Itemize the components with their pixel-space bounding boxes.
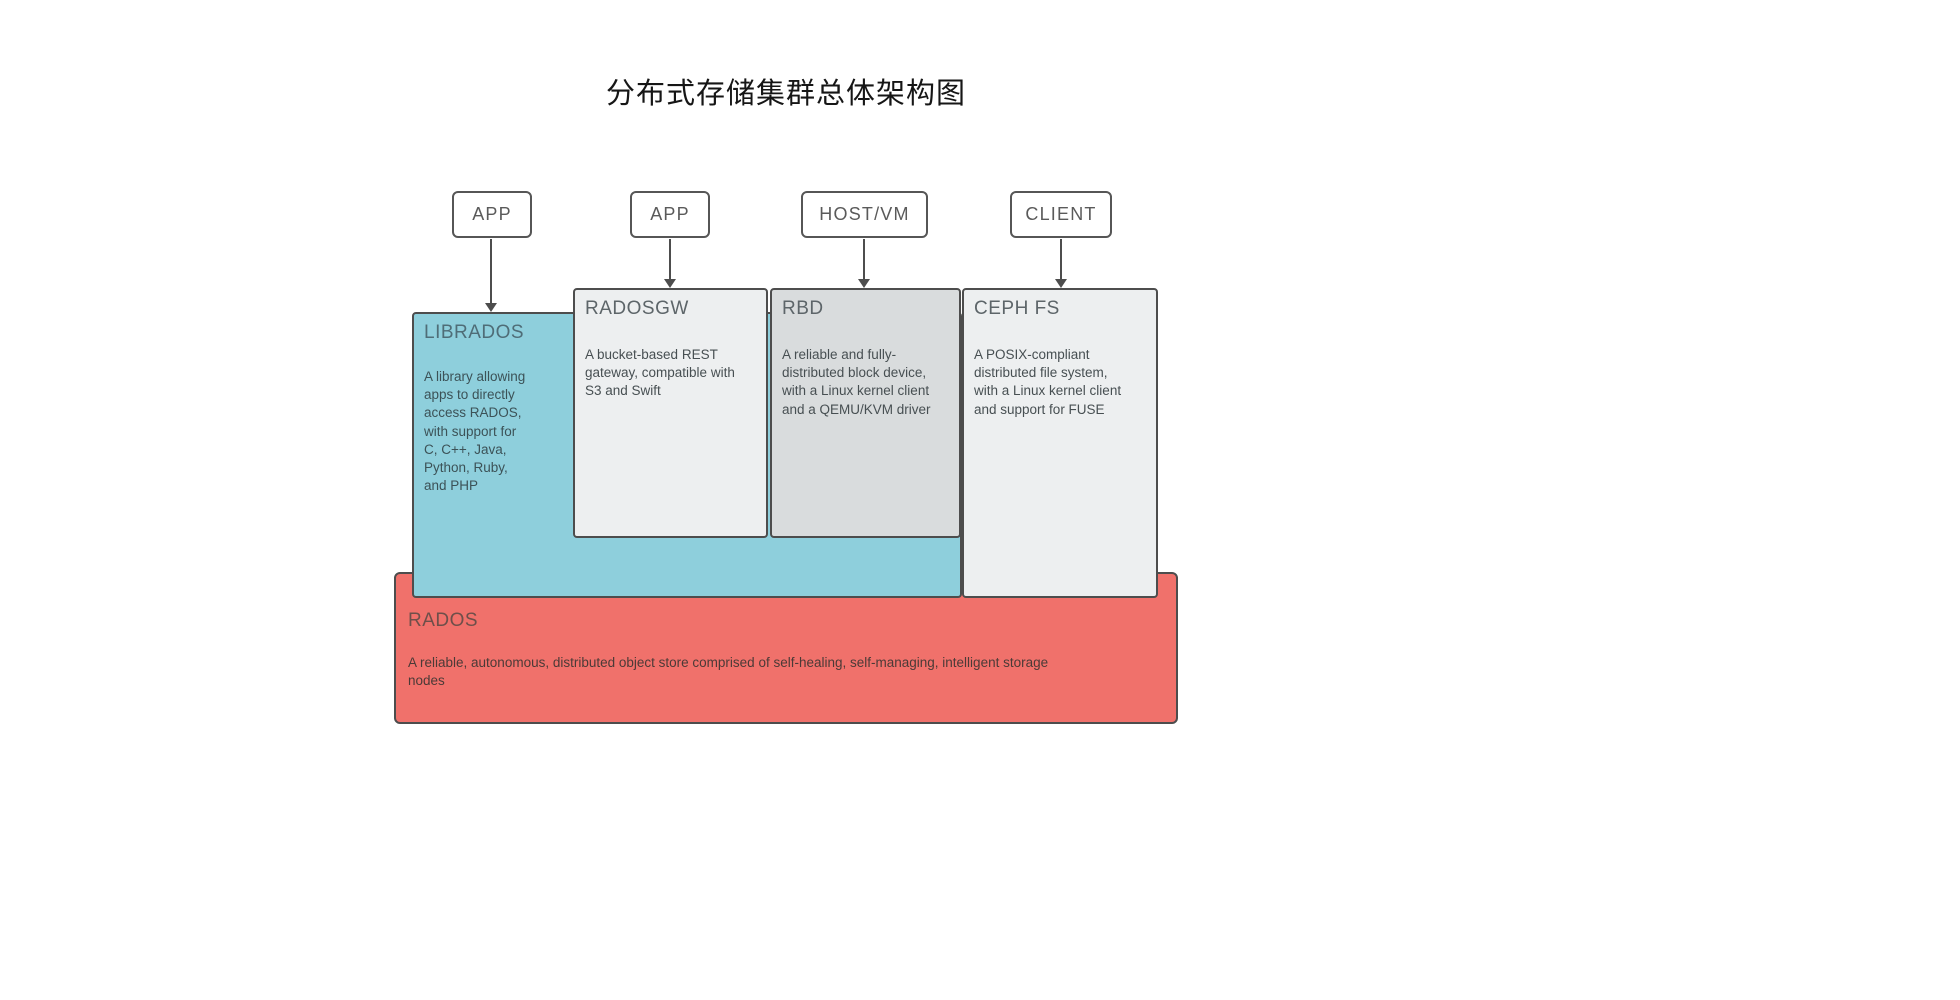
node-client-label: CLIENT: [1025, 204, 1097, 224]
layer-radosgw: RADOSGW A bucket-based REST gateway, com…: [573, 288, 768, 538]
node-app-2: APP: [630, 191, 710, 238]
layer-cephfs: CEPH FS A POSIX-compliant distributed fi…: [962, 288, 1158, 598]
node-host-vm: HOST/VM: [801, 191, 928, 238]
layer-cephfs-title: CEPH FS: [974, 298, 1060, 319]
arrow-head-icon: [485, 303, 497, 312]
layer-librados-title: LIBRADOS: [424, 322, 525, 343]
node-app-2-label: APP: [650, 204, 690, 224]
layer-rbd-description: A reliable and fully- distributed block …: [782, 347, 931, 417]
arrow-head-icon: [858, 279, 870, 288]
arrow-head-icon: [664, 279, 676, 288]
layer-rbd: RBD A reliable and fully- distributed bl…: [770, 288, 961, 538]
arrow-shaft: [490, 239, 492, 304]
layer-radosgw-title: RADOSGW: [585, 298, 689, 319]
arrow-shaft: [669, 239, 671, 280]
arrow-head-icon: [1055, 279, 1067, 288]
arrow-shaft: [863, 239, 865, 280]
layer-librados-description: A library allowing apps to directly acce…: [424, 369, 526, 494]
layer-cephfs-description: A POSIX-compliant distributed file syste…: [974, 347, 1122, 417]
arrow-shaft: [1060, 239, 1062, 280]
layer-rbd-title: RBD: [782, 298, 824, 319]
node-app-1-label: APP: [472, 204, 512, 224]
node-host-vm-label: HOST/VM: [819, 204, 910, 224]
node-client: CLIENT: [1010, 191, 1112, 238]
layer-rados-description: A reliable, autonomous, distributed obje…: [408, 655, 1049, 689]
node-app-1: APP: [452, 191, 532, 238]
diagram-title: 分布式存储集群总体架构图: [605, 78, 966, 110]
layer-radosgw-description: A bucket-based REST gateway, compatible …: [585, 347, 735, 399]
layer-rados-title: RADOS: [408, 610, 479, 631]
